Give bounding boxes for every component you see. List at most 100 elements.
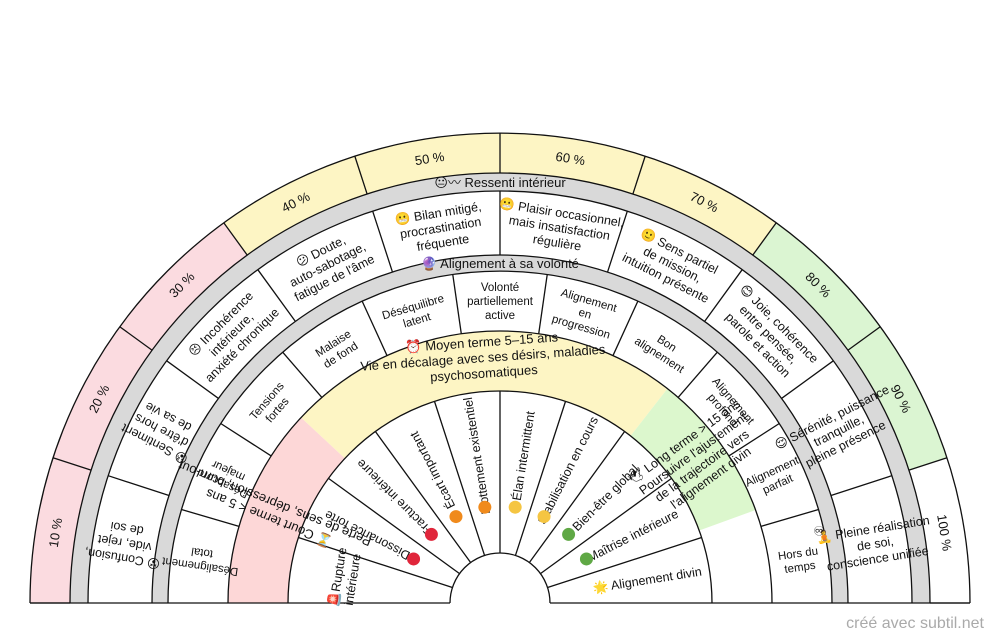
ressenti-item-10-line: de soi, xyxy=(856,534,895,554)
percent-segment-90 xyxy=(847,326,947,471)
percent-segment-40 xyxy=(223,156,368,256)
percent-segment-30 xyxy=(119,222,248,351)
layer-lines xyxy=(29,132,971,604)
volonte-item-1-line: total xyxy=(191,545,214,560)
inner-divider xyxy=(547,536,702,589)
percent-label-text: 50 % xyxy=(414,149,446,169)
inner-item-e-lan-intermittent-dot xyxy=(508,500,522,514)
volonte-item-6-line: active xyxy=(485,310,515,322)
ressenti-divider xyxy=(166,360,219,399)
inner-divider xyxy=(433,401,486,556)
percent-divider xyxy=(119,326,153,351)
percent-divider xyxy=(354,155,368,195)
volonte-divider xyxy=(282,351,323,398)
ressenti-divider xyxy=(107,475,170,497)
inner-item-e-lan-intermittent: Élan intermittent xyxy=(509,410,538,502)
volonte-divider xyxy=(728,422,780,457)
ressenti-divider xyxy=(704,269,743,322)
inner-ring-outer-arc xyxy=(287,390,713,604)
volonte-divider xyxy=(361,300,388,356)
volonte-divider xyxy=(220,422,272,457)
percent-divider xyxy=(908,457,948,471)
percent-label-100: 100 % xyxy=(934,513,955,552)
ressenti-divider xyxy=(781,360,834,399)
percent-divider xyxy=(52,457,92,471)
ressenti-divider xyxy=(606,210,628,273)
outer-arc xyxy=(29,132,971,604)
inner-item-alignement-divin: 🌟 Alignement divin xyxy=(592,564,703,597)
inner-divider xyxy=(514,401,567,556)
inner-divider xyxy=(374,431,472,563)
inner-item-e-lan-intermittent-line: Élan intermittent xyxy=(509,410,538,502)
percent-divider xyxy=(632,155,646,195)
inner-item-fracture-inte-rieure-dot xyxy=(424,527,438,541)
volonte-inner-arc xyxy=(227,330,773,604)
band2-outer-arc xyxy=(151,254,849,604)
center-hub-arc xyxy=(449,552,551,604)
inner-item-bien-e-tre-global-line: Bien-être global xyxy=(570,462,642,534)
percent-segment-100 xyxy=(908,457,970,603)
moyen-terme-sector xyxy=(301,331,668,459)
percent-segment-70 xyxy=(632,156,777,256)
band1-outer-arc xyxy=(69,172,931,604)
ressenti-band-label: 😐〰 Ressenti intérieur xyxy=(434,175,566,190)
volonte-item-11-line: temps xyxy=(784,560,817,576)
volonte-divider xyxy=(181,508,240,527)
inner-item-flottement-existentiel-dot xyxy=(478,500,492,514)
inner-item-dissonance-forte-dot xyxy=(407,552,421,566)
percent-label-60: 60 % xyxy=(555,149,587,169)
ressenti-divider xyxy=(257,269,296,322)
inner-item-alignement-divin-line: 🌟 Alignement divin xyxy=(592,564,703,597)
volonte-item-6-line: partiellement xyxy=(467,296,534,308)
percent-divider xyxy=(223,222,248,256)
inner-item-mai-trise-inte-rieure: Maîtrise intérieure xyxy=(585,507,681,565)
volonte-item-6: Volonté partiellement active xyxy=(467,282,534,322)
percent-label-10: 10 % xyxy=(46,516,66,548)
ressenti-item-1-line: de soi xyxy=(110,519,145,538)
volonte-divider xyxy=(760,508,819,527)
inner-divider xyxy=(298,536,453,589)
volonte-item-11-line: Hors du xyxy=(777,545,819,563)
long-terme-sector xyxy=(630,388,756,531)
percent-segment-60 xyxy=(500,133,646,195)
inner-divider xyxy=(528,431,626,563)
band2-inner-arc xyxy=(167,270,833,604)
ressenti-divider xyxy=(830,475,893,497)
percent-label-text: 10 % xyxy=(46,516,66,548)
inner-divider xyxy=(328,477,460,575)
inner-divider xyxy=(540,477,672,575)
volonte-item-7-line: en xyxy=(577,307,593,322)
credit-text: créé avec subtil.net xyxy=(846,615,984,632)
volonte-divider xyxy=(612,300,639,356)
volonte-divider xyxy=(538,274,548,334)
volonte-band-label: 🔮 Alignement à sa volonté xyxy=(421,256,579,271)
center-hub xyxy=(450,553,550,603)
inner-item-mai-trise-inte-rieure-dot xyxy=(579,552,593,566)
volonte-divider xyxy=(677,351,718,398)
inner-item-bien-e-tre-global: Bien-être global xyxy=(570,462,642,534)
court-terme-sector xyxy=(228,417,345,603)
percent-segment-20 xyxy=(53,326,153,471)
ressenti-item-6: 😬 Plaisir occasionnel,mais insatisfactio… xyxy=(498,196,625,253)
percent-label-text: 60 % xyxy=(555,149,587,169)
volonte-item-6-line: Volonté xyxy=(481,282,519,294)
inner-item-e-cart-important: Écart important xyxy=(406,429,458,512)
layer-fills xyxy=(30,133,970,603)
volonte-divider xyxy=(452,274,462,334)
percent-segment-50 xyxy=(354,133,500,195)
percent-label-text: 100 % xyxy=(934,513,955,552)
inner-item-e-cart-important-dot xyxy=(449,510,463,524)
inner-item-mai-trise-inte-rieure-line: Maîtrise intérieure xyxy=(585,507,681,565)
inner-item-e-cart-important-line: Écart important xyxy=(406,429,458,512)
percent-divider xyxy=(847,326,881,351)
